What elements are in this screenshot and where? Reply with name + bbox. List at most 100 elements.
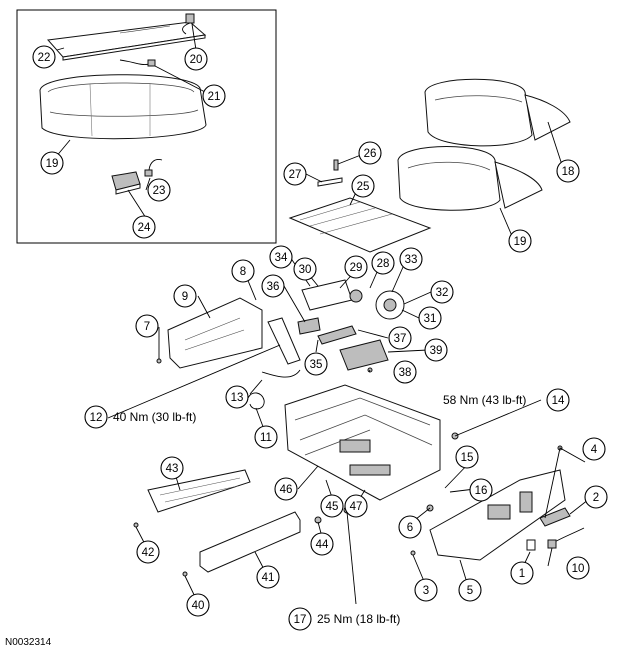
- lumbar-motor: [375, 290, 405, 320]
- svg-text:14: 14: [552, 395, 565, 407]
- callout-19-inset: 19: [40, 151, 64, 175]
- callout-9: 9: [173, 284, 197, 308]
- svg-text:31: 31: [424, 313, 437, 325]
- callout-13: 13: [225, 385, 249, 409]
- module-wire: [148, 159, 163, 171]
- callout-24: 24: [132, 215, 156, 239]
- callout-37: 37: [388, 326, 412, 350]
- svg-text:33: 33: [405, 254, 418, 266]
- callout-2: 2: [584, 485, 608, 509]
- callout-33: 33: [399, 247, 423, 271]
- lower-trim-cover: [199, 511, 301, 573]
- callout-43: 43: [160, 456, 184, 480]
- inset-frame: [16, 9, 277, 244]
- svg-text:24: 24: [138, 222, 151, 234]
- callout-14: 14: [546, 388, 570, 412]
- seat-cushion-inset: [39, 74, 207, 140]
- svg-text:29: 29: [350, 262, 363, 274]
- svg-text:6: 6: [407, 522, 413, 534]
- svg-text:28: 28: [377, 258, 390, 270]
- callout-35: 35: [304, 352, 328, 376]
- callout-29: 29: [344, 255, 368, 279]
- seat-cushion-lower: [397, 146, 543, 211]
- svg-text:16: 16: [475, 485, 488, 497]
- callout-11: 11: [254, 425, 278, 449]
- callout-32: 32: [430, 280, 454, 304]
- svg-text:23: 23: [153, 185, 166, 197]
- callout-30: 30: [293, 257, 317, 281]
- seat-track-frame: [284, 384, 441, 501]
- seat-pan: [288, 197, 432, 253]
- callout-38: 38: [393, 360, 417, 384]
- callout-1: 1: [510, 561, 534, 585]
- svg-text:20: 20: [190, 54, 203, 66]
- svg-text:36: 36: [267, 281, 280, 293]
- svg-text:41: 41: [262, 572, 275, 584]
- callout-25: 25: [351, 174, 375, 198]
- callout-22: 22: [32, 45, 56, 69]
- callout-5: 5: [458, 578, 482, 602]
- svg-text:21: 21: [208, 91, 221, 103]
- svg-text:39: 39: [430, 345, 443, 357]
- svg-text:2: 2: [593, 492, 599, 504]
- seat-heater-mat: [47, 21, 207, 61]
- bolt-42: [133, 522, 139, 528]
- svg-text:25: 25: [357, 181, 370, 193]
- callout-31: 31: [418, 306, 442, 330]
- svg-text:37: 37: [394, 333, 407, 345]
- rear-trim-cover: [147, 469, 251, 513]
- svg-text:44: 44: [316, 539, 329, 551]
- svg-text:30: 30: [299, 264, 312, 276]
- pan-screw: [333, 159, 339, 171]
- callout-6: 6: [398, 515, 422, 539]
- svg-text:19: 19: [46, 158, 59, 170]
- svg-text:19: 19: [514, 236, 527, 248]
- callout-42: 42: [136, 540, 160, 564]
- heater-plug: [147, 59, 156, 67]
- svg-text:7: 7: [144, 321, 150, 333]
- drive-motor: [301, 279, 363, 311]
- outer-trim-panel: [429, 469, 566, 561]
- svg-text:35: 35: [310, 359, 323, 371]
- svg-text:32: 32: [436, 287, 449, 299]
- svg-text:43: 43: [166, 463, 179, 475]
- seat-switch: [539, 507, 571, 527]
- callout-8: 8: [231, 259, 255, 283]
- bolt-3: [410, 550, 416, 556]
- callout-36: 36: [261, 274, 285, 298]
- callout-39: 39: [424, 338, 448, 362]
- svg-text:18: 18: [562, 166, 575, 178]
- svg-text:13: 13: [231, 392, 244, 404]
- bolt-7: [156, 358, 162, 364]
- callout-4: 4: [582, 437, 606, 461]
- callout-41: 41: [256, 565, 280, 589]
- callout-21: 21: [202, 84, 226, 108]
- callout-34: 34: [269, 245, 293, 269]
- callout-12: 12: [84, 405, 108, 429]
- seat-belt-buckle: [261, 317, 301, 378]
- callout-46: 46: [274, 477, 298, 501]
- callout-7: 7: [135, 314, 159, 338]
- svg-text:26: 26: [364, 148, 377, 160]
- callout-19-right: 19: [508, 229, 532, 253]
- seat-module-39: [339, 339, 389, 371]
- callout-17: 17: [288, 607, 312, 631]
- svg-text:5: 5: [467, 585, 473, 597]
- pan-bracket: [317, 177, 343, 187]
- torque-spec-12: 40 Nm (30 lb-ft): [113, 410, 196, 424]
- callout-3: 3: [414, 578, 438, 602]
- svg-text:27: 27: [289, 169, 302, 181]
- switch-plug: [547, 539, 557, 549]
- inner-trim-panel: [167, 297, 263, 369]
- callout-16: 16: [469, 478, 493, 502]
- heater-wire: [119, 59, 151, 65]
- svg-text:46: 46: [280, 484, 293, 496]
- svg-text:47: 47: [350, 501, 363, 513]
- svg-text:1: 1: [519, 568, 525, 580]
- callout-10: 10: [566, 556, 590, 580]
- svg-text:15: 15: [461, 452, 474, 464]
- svg-text:9: 9: [182, 291, 188, 303]
- connector-36: [297, 317, 321, 335]
- figure-id: N0032314: [5, 637, 52, 648]
- callout-18: 18: [556, 159, 580, 183]
